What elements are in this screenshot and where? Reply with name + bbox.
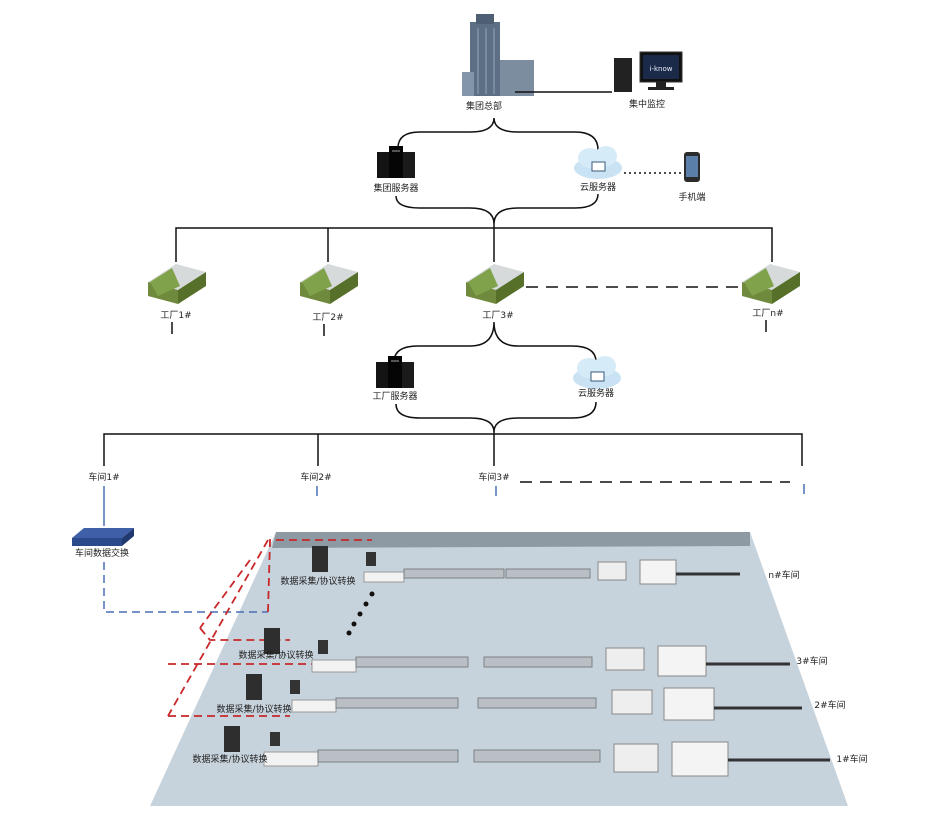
- switch-label: 车间数据交换: [75, 547, 129, 559]
- factory-brace-bottom: [395, 401, 597, 433]
- factory-n-label: 工厂n#: [752, 308, 783, 319]
- collector-n-label: 数据采集/协议转换: [280, 575, 355, 587]
- factory-2-label: 工厂2#: [312, 312, 343, 323]
- mobile-phone-icon: [684, 152, 700, 182]
- monitor-label: 集中监控: [629, 98, 665, 110]
- group-server-label: 集团服务器: [373, 182, 418, 194]
- factory-2-icon: [300, 264, 358, 304]
- network-switch-icon: [72, 528, 134, 546]
- factory-n-icon: [742, 264, 800, 304]
- hq-label: 集团总部: [466, 100, 502, 112]
- hq-brace: [397, 117, 599, 151]
- factory-1-icon: [148, 264, 206, 304]
- hq-building-icon: [462, 14, 534, 96]
- factory-bus: [175, 227, 773, 262]
- line-2-label: 2#车间: [814, 699, 845, 711]
- mobile-label: 手机端: [678, 191, 705, 203]
- factory-server-label: 工厂服务器: [372, 390, 417, 402]
- factory-3-label: 工厂3#: [482, 310, 513, 321]
- group-server-icon: [377, 146, 415, 178]
- production-line-1: [224, 726, 830, 777]
- line-1-label: 1#车间: [836, 753, 867, 765]
- group-brace: [395, 193, 599, 225]
- production-line-3: [264, 628, 790, 677]
- factory-1-label: 工厂1#: [160, 310, 191, 321]
- line-continuation-dots: [346, 591, 375, 636]
- line-n-label: n#车间: [768, 569, 799, 581]
- collector-red-links: [167, 539, 372, 717]
- collector-3-label: 数据采集/协议转换: [238, 649, 313, 661]
- production-line-n: [312, 546, 740, 585]
- shop-floor: [150, 532, 848, 806]
- cloud-server-label: 云服务器: [580, 181, 616, 193]
- factory-3-icon: [466, 264, 524, 304]
- workshop-1-label: 车间1#: [88, 471, 119, 483]
- production-line-2: [246, 674, 802, 721]
- collector-2-label: 数据采集/协议转换: [216, 703, 291, 715]
- workshop-bus: [103, 433, 803, 466]
- workshop-2-label: 车间2#: [300, 471, 331, 483]
- monitor-computer-icon: i-know: [614, 51, 683, 92]
- factory-cloud-server-icon: [573, 356, 621, 389]
- factory-cloud-server-label: 云服务器: [578, 387, 614, 399]
- workshop-3-label: 车间3#: [478, 471, 509, 483]
- factory-brace-top: [393, 321, 597, 363]
- shop-floor-back-wall: [272, 532, 750, 548]
- collector-1-label: 数据采集/协议转换: [192, 753, 267, 765]
- cloud-server-icon: [574, 146, 622, 179]
- factory-server-icon: [376, 356, 414, 388]
- monitor-screen-text: i-know: [650, 65, 673, 73]
- line-3-label: 3#车间: [796, 655, 827, 667]
- switch-blue-link: [103, 562, 268, 613]
